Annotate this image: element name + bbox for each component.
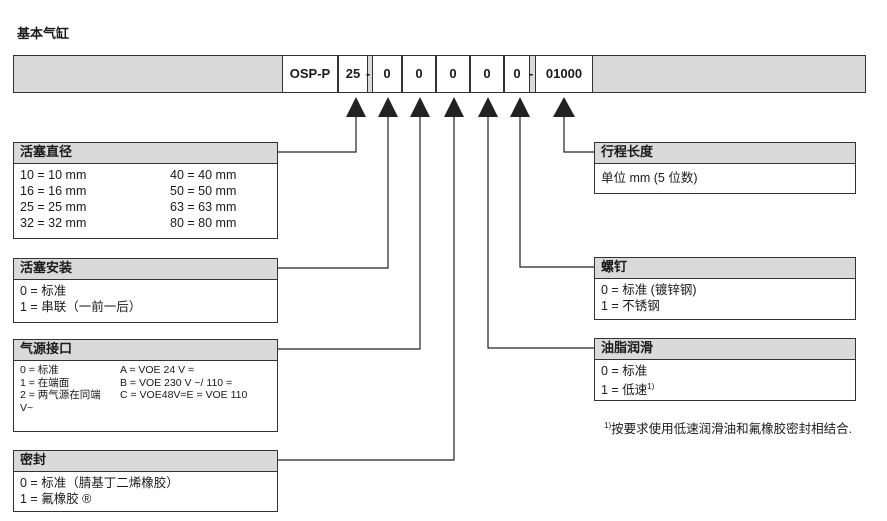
diameter-option: 63 = 63 mm <box>170 200 237 214</box>
stroke-length-box: 行程长度 单位 mm (5 位数) <box>594 142 856 194</box>
piston-diameter-heading: 活塞直径 <box>14 143 277 164</box>
arrow-mount <box>378 97 398 117</box>
piston-mount-heading: 活塞安装 <box>14 259 277 280</box>
line-seal <box>278 117 455 461</box>
air-option: 0 = 标准 <box>20 364 59 376</box>
arrow-lube <box>478 97 498 117</box>
air-option: 2 = 两气源在同端 <box>20 389 101 401</box>
page-title: 基本气缸 <box>17 27 70 42</box>
mount-option: 1 = 串联（一前一后） <box>20 300 142 314</box>
line-stroke <box>563 117 594 153</box>
lube-footnote-marker: 1) <box>647 382 655 391</box>
diameter-option: 16 = 16 mm <box>20 184 87 198</box>
piston-mount-box: 活塞安装 0 = 标准 1 = 串联（一前一后） <box>13 258 278 323</box>
code-digit-mount: 0 <box>372 55 402 93</box>
footnote-marker: 1) <box>604 421 612 430</box>
stroke-length-heading: 行程长度 <box>595 143 855 164</box>
code-stroke: 01000 <box>535 55 593 93</box>
air-option: C = VOE48V=E = VOE 110 <box>120 389 248 401</box>
diameter-option: 40 = 40 mm <box>170 168 237 182</box>
arrow-heads <box>346 97 575 117</box>
arrow-diameter <box>346 97 366 117</box>
arrow-screw <box>510 97 530 117</box>
footnote-text: 按要求使用低速润滑油和氟橡胶密封相结合. <box>611 422 853 437</box>
code-digit-air: 0 <box>402 55 436 93</box>
diameter-option: 32 = 32 mm <box>20 216 87 230</box>
lube-option: 0 = 标准 <box>601 364 648 378</box>
air-option: B = VOE 230 V ~/ 110 = <box>120 376 233 389</box>
code-digit-lube: 0 <box>470 55 504 93</box>
lubrication-box: 油脂润滑 0 = 标准 1 = 低速1) <box>594 338 856 401</box>
air-port-heading: 气源接口 <box>14 340 277 361</box>
line-screw <box>519 117 594 268</box>
mount-option: 0 = 标准 <box>20 284 67 298</box>
line-mount <box>278 117 389 269</box>
air-option: 1 = 在端面 <box>20 376 70 389</box>
code-digit-seal: 0 <box>436 55 470 93</box>
code-digit-screw: 0 <box>504 55 530 93</box>
lube-option: 1 = 低速1) <box>601 379 849 398</box>
seal-option: 0 = 标准（腈基丁二烯橡胶） <box>20 476 179 490</box>
screws-box: 螺钉 0 = 标准 (镀锌钢) 1 = 不锈钢 <box>594 257 856 320</box>
line-lube <box>487 117 594 349</box>
arrow-seal <box>444 97 464 117</box>
lube-option-text: 1 = 低速 <box>601 383 648 398</box>
diameter-option: 25 = 25 mm <box>20 200 87 214</box>
code-model: OSP-P <box>282 55 338 93</box>
screws-heading: 螺钉 <box>595 258 855 279</box>
seal-box: 密封 0 = 标准（腈基丁二烯橡胶） 1 = 氟橡胶 ® <box>13 450 278 512</box>
diameter-option: 10 = 10 mm <box>20 168 87 182</box>
code-dash-2: - <box>528 66 534 81</box>
seal-option: 1 = 氟橡胶 ® <box>20 492 92 506</box>
code-dash-1: - <box>365 66 371 81</box>
line-air <box>278 117 421 350</box>
air-option-wrap: V~ <box>20 401 34 414</box>
arrow-air <box>410 97 430 117</box>
line-diameter <box>278 117 357 153</box>
screw-option: 1 = 不锈钢 <box>601 299 660 313</box>
diameter-option: 50 = 50 mm <box>170 184 237 198</box>
arrow-stroke <box>553 97 575 117</box>
code-diameter: 25 <box>338 55 368 93</box>
screw-option: 0 = 标准 (镀锌钢) <box>601 283 697 297</box>
footnote: 1)按要求使用低速润滑油和氟橡胶密封相结合. <box>604 417 864 438</box>
diameter-option: 80 = 80 mm <box>170 216 237 230</box>
air-port-box: 气源接口 0 = 标准 A = VOE 24 V = 1 = 在端面 B = V… <box>13 339 278 432</box>
air-option: A = VOE 24 V = <box>120 364 195 376</box>
seal-heading: 密封 <box>14 451 277 472</box>
lubrication-heading: 油脂润滑 <box>595 339 855 360</box>
piston-diameter-box: 活塞直径 10 = 10 mm 16 = 16 mm 25 = 25 mm 32… <box>13 142 278 239</box>
stroke-length-text: 单位 mm (5 位数) <box>601 171 698 185</box>
piston-diameter-options: 10 = 10 mm 16 = 16 mm 25 = 25 mm 32 = 32… <box>14 164 277 234</box>
